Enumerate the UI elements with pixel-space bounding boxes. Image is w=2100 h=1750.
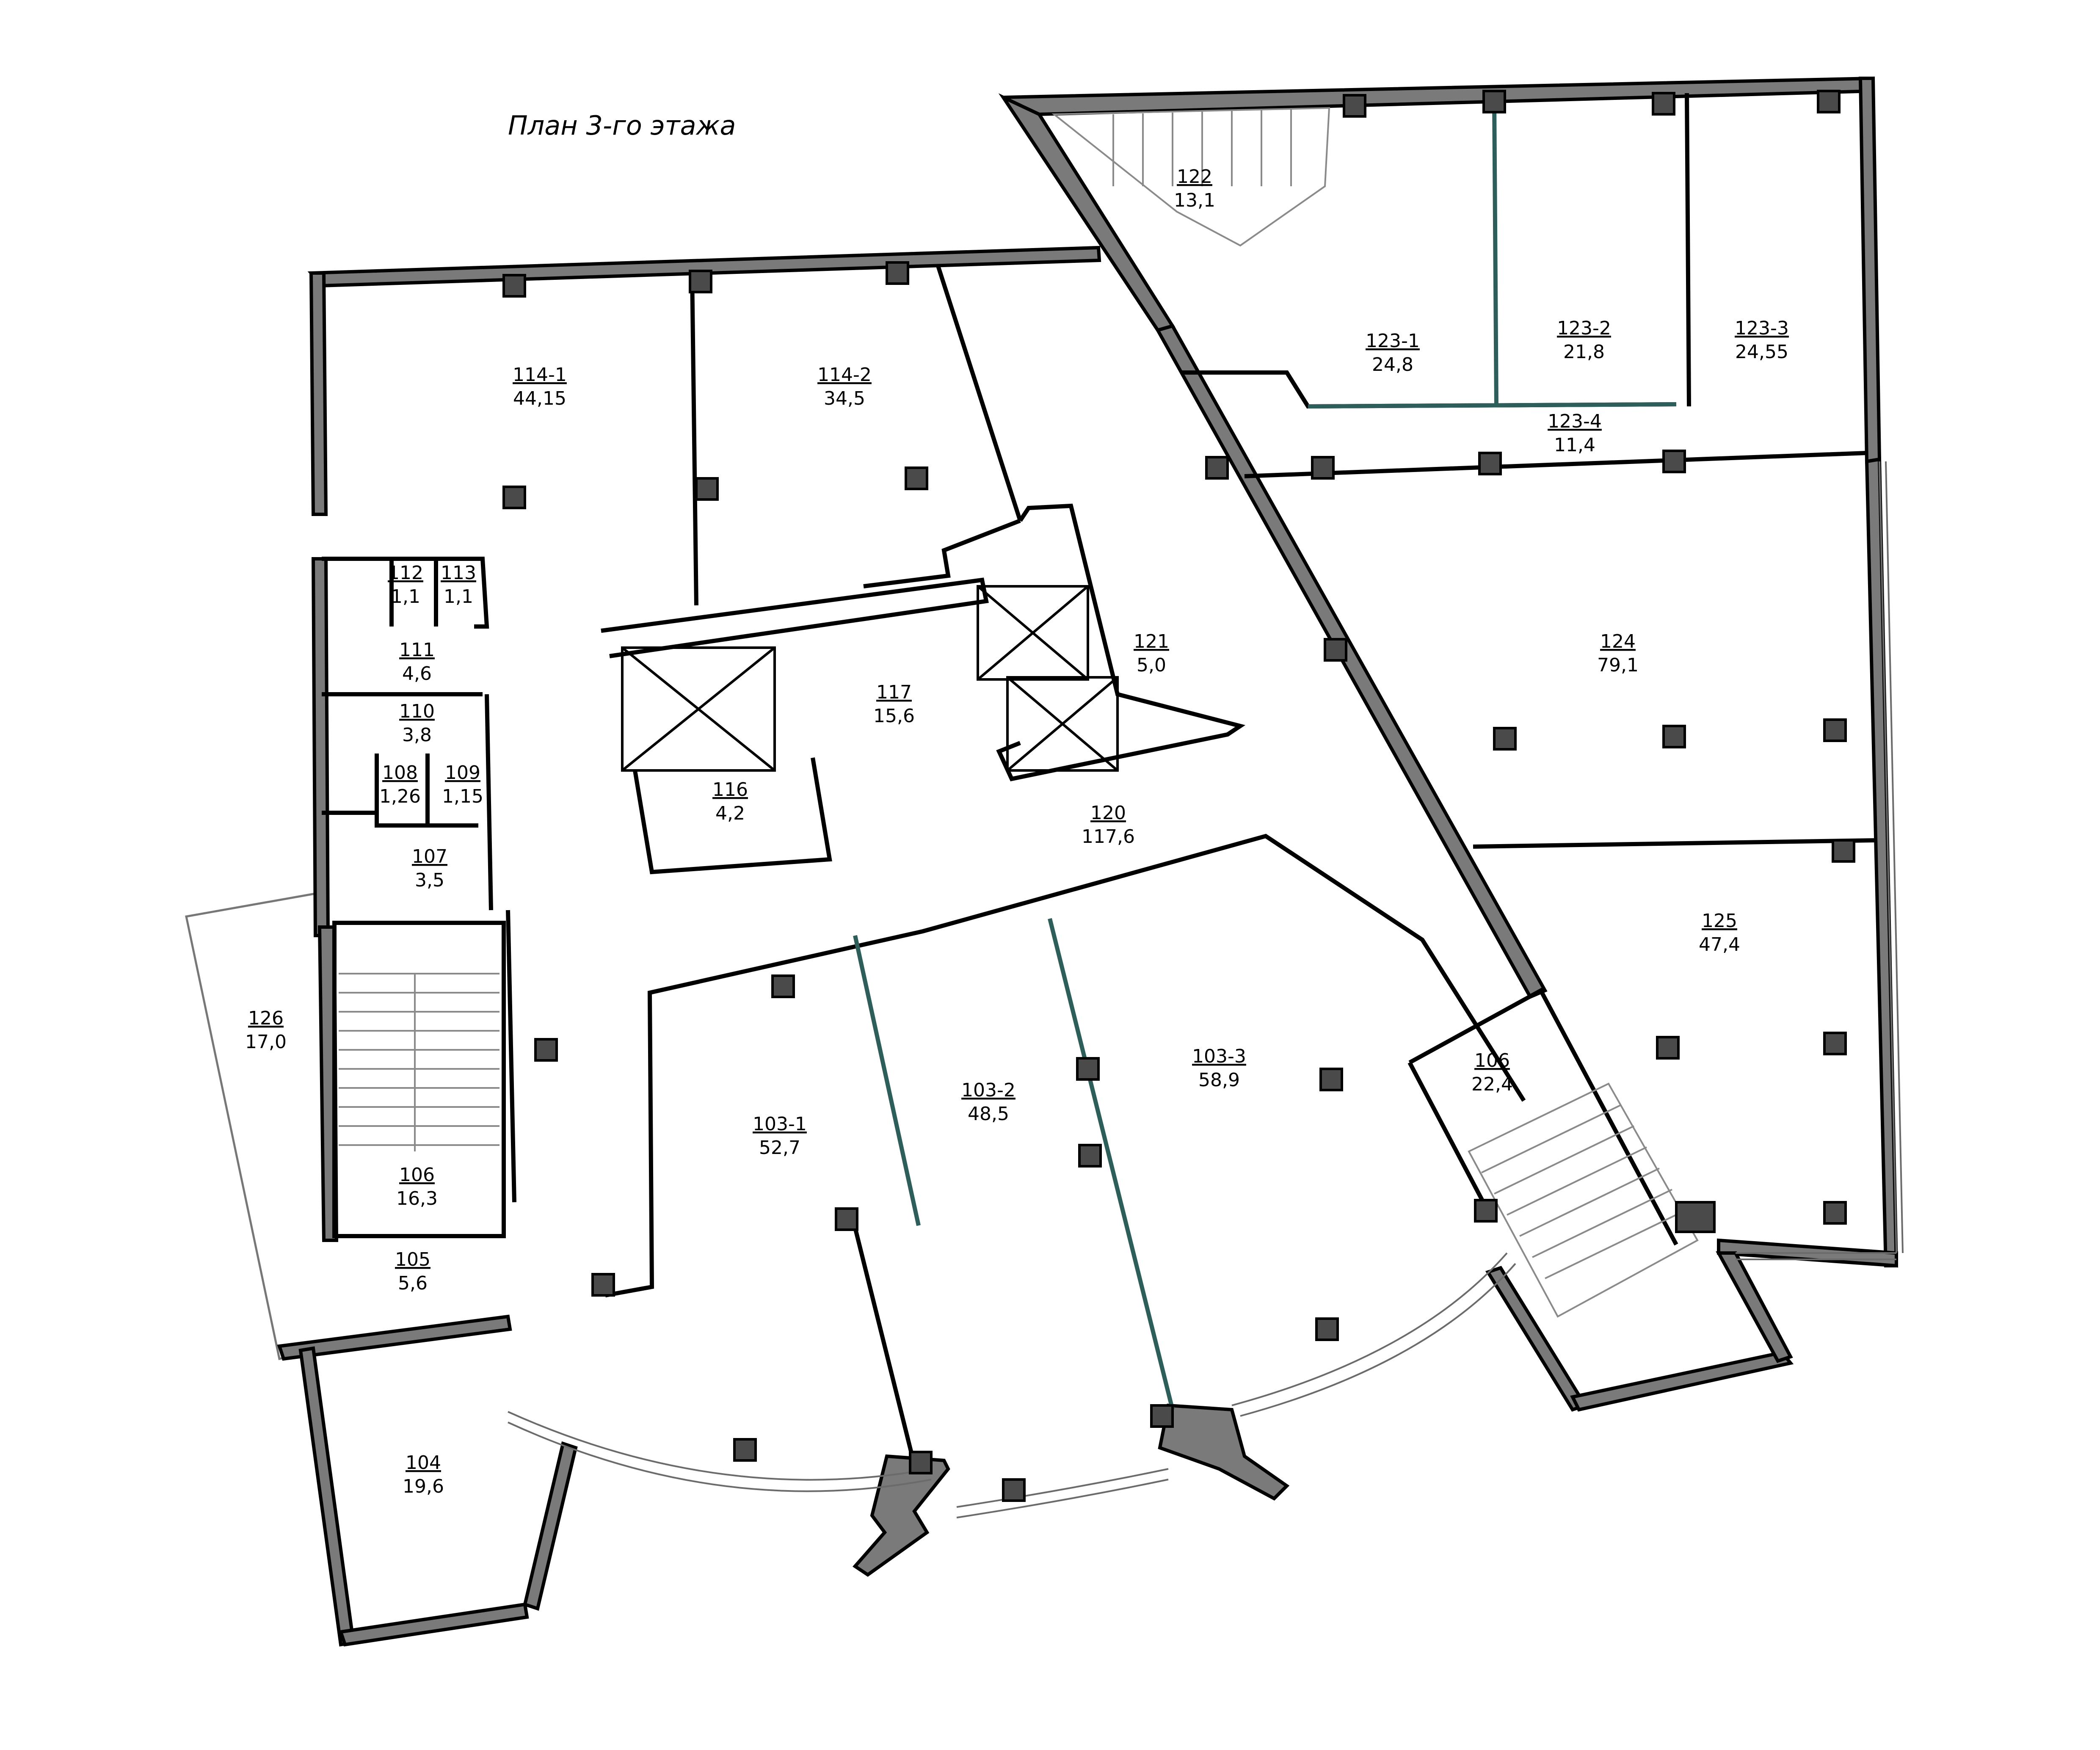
room-number: 114-1 [513, 364, 567, 386]
room-area: 1,15 [442, 786, 483, 807]
room-number: 113 [441, 562, 476, 584]
room-area: 3,5 [415, 869, 444, 891]
room-area: 117,6 [1082, 826, 1135, 847]
room-number: 103-3 [1192, 1046, 1246, 1067]
lift-shaft-3 [1006, 676, 1119, 772]
outer-walls [277, 76, 1899, 1647]
room-area: 11,4 [1554, 434, 1595, 456]
room-area: 79,1 [1597, 654, 1639, 676]
room-number: 117 [876, 682, 912, 703]
room-number: 114-2 [817, 364, 872, 386]
room-number: 109 [445, 762, 480, 784]
room-area: 5,6 [398, 1272, 428, 1294]
curved-facade [508, 461, 1904, 1518]
room-number: 111 [399, 639, 435, 661]
plan-title: План 3-го этажа [508, 110, 736, 141]
room-number: 125 [1702, 910, 1737, 932]
room-number: 123-4 [1548, 411, 1602, 432]
room-area: 58,9 [1198, 1069, 1240, 1091]
room-number: 103-1 [753, 1113, 807, 1135]
room-area: 13,1 [1174, 190, 1215, 211]
room-area: 44,15 [513, 388, 566, 409]
room-area: 1,1 [391, 586, 420, 607]
room-number: 122 [1177, 166, 1212, 188]
lift-shaft-1 [621, 646, 776, 772]
room-number: 121 [1134, 631, 1169, 652]
room-area: 52,7 [759, 1137, 800, 1159]
room-area: 21,8 [1563, 341, 1605, 363]
room-area: 22,4 [1471, 1074, 1513, 1095]
room-area: 24,55 [1735, 341, 1788, 363]
stair-west [339, 973, 499, 1151]
room-labels: 122 13,1 123-1 24,8 123-2 21,8 123-3 24,… [245, 166, 1789, 1497]
stair-southeast [1468, 1082, 1699, 1318]
room-area: 19,6 [403, 1476, 444, 1497]
room-area: 4,2 [715, 803, 745, 824]
interior-walls [322, 93, 1876, 1466]
room-number: 108 [382, 762, 418, 784]
room-number: 123-1 [1366, 330, 1420, 352]
room-number: 106 [399, 1164, 435, 1186]
stair-north [1051, 107, 1330, 247]
room-area: 1,1 [444, 586, 473, 607]
room-area: 34,5 [824, 388, 865, 409]
room-area: 48,5 [968, 1103, 1009, 1125]
room-number: 116 [712, 779, 748, 800]
room-number: 110 [399, 701, 435, 722]
room-area: 47,4 [1699, 934, 1740, 955]
room-number: 106 [1474, 1050, 1510, 1071]
balcony-outline [185, 892, 318, 1361]
room-area: 16,3 [396, 1188, 438, 1209]
room-number: 126 [248, 1007, 284, 1029]
room-area: 24,8 [1372, 354, 1413, 375]
room-area: 15,6 [873, 705, 915, 727]
lift-shaft-2 [977, 585, 1089, 681]
room-area: 5,0 [1137, 654, 1166, 676]
room-number: 124 [1600, 631, 1636, 652]
room-number: 105 [395, 1249, 430, 1270]
room-number: 120 [1090, 802, 1126, 824]
room-area: 3,8 [402, 724, 432, 746]
room-number: 123-3 [1735, 317, 1789, 339]
room-area: 4,6 [402, 663, 432, 685]
room-area: 17,0 [245, 1031, 287, 1053]
room-number: 123-2 [1557, 317, 1611, 339]
room-number: 112 [388, 562, 423, 584]
room-number: 107 [412, 846, 447, 867]
room-area: 1,26 [379, 786, 421, 807]
columns [502, 90, 1855, 1502]
room-number: 104 [406, 1452, 441, 1474]
room-number: 103-2 [961, 1079, 1016, 1101]
